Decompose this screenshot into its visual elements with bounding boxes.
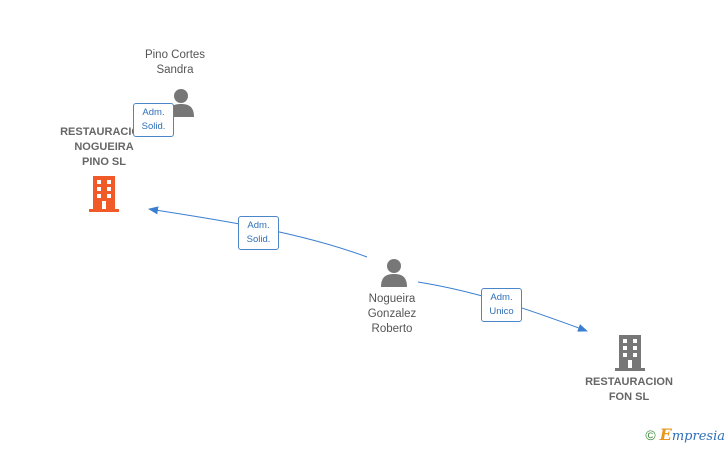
relation-badge-adm-solid: Adm. Solid.	[133, 103, 174, 137]
company-label-restauracion-nogueira[interactable]: RESTAURACION NOGUEIRA PINO SL	[60, 126, 148, 168]
person-label-pino-cortes[interactable]: Pino Cortes Sandra	[144, 49, 206, 76]
copyright-icon: ©	[645, 426, 656, 443]
brand-logo-text: mpresia	[671, 429, 725, 444]
person-label-nogueira-gonzalez[interactable]: Nogueira Gonzalez Roberto	[367, 293, 417, 335]
brand-logo[interactable]: Empresia	[660, 425, 725, 444]
company-label-restauracion-fon[interactable]: RESTAURACION FON SL	[585, 376, 673, 403]
relation-badge-adm-solid: Adm. Solid.	[238, 216, 279, 250]
building-icon[interactable]	[614, 335, 646, 371]
building-icon[interactable]	[88, 176, 120, 212]
person-icon[interactable]	[168, 88, 194, 118]
relation-badge-adm-unico: Adm. Unico	[481, 288, 522, 322]
brand-footer: © Empresia	[645, 425, 725, 444]
brand-logo-initial: E	[659, 425, 672, 444]
person-icon[interactable]	[380, 258, 408, 288]
